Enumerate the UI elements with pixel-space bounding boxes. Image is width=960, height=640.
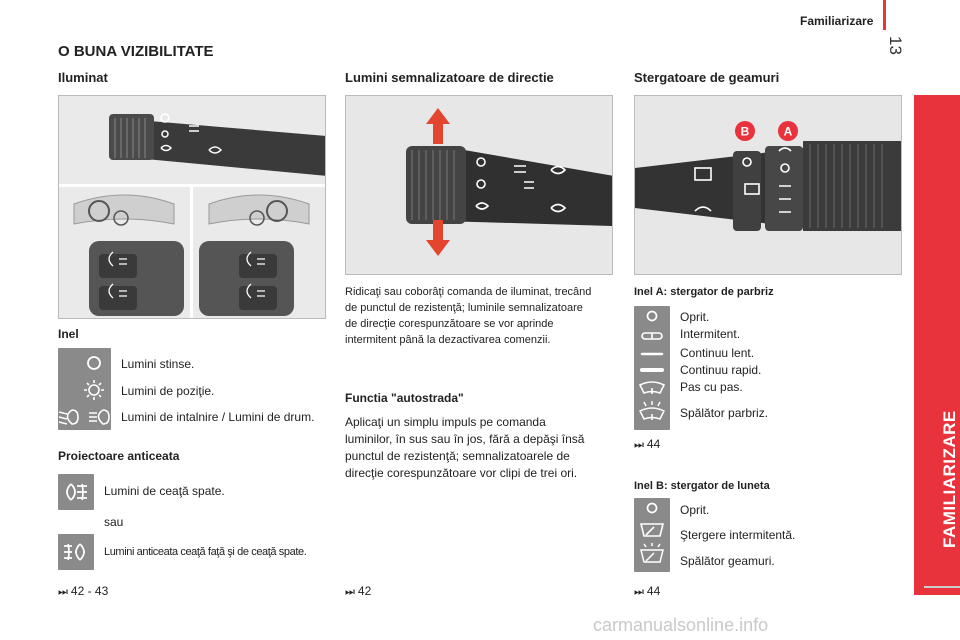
position-lights-icon [84, 380, 104, 400]
ring-b-item-1: Oprit. [680, 503, 710, 517]
ring-a-item-6: Spălător parbriz. [680, 406, 769, 420]
indicators-ref-pages: 42 [357, 584, 372, 598]
wiper-intermittent-icon [641, 332, 663, 340]
ring-a-item-5: Pas cu pas. [680, 380, 743, 394]
indicators-line-1: Ridicaţi sau coborâţi comanda de ilumina… [345, 286, 592, 298]
ring-b-ref-pages: 44 [646, 584, 661, 598]
chapter-tab-label: FAMILIARIZARE [940, 410, 959, 548]
ring-badge-a: A [778, 121, 798, 141]
svg-text:B: B [741, 125, 750, 139]
lighting-ring-label: Inel [58, 327, 79, 341]
wiper-off-icon [646, 310, 658, 322]
lighting-ring-icons [58, 348, 111, 430]
rear-wiper-off-icon [646, 502, 658, 514]
header-divider [883, 0, 886, 30]
ring-a-item-2: Intermitent. [680, 327, 741, 341]
ring-item-position: Lumini de poziţie. [121, 384, 215, 398]
washer-icon [638, 401, 666, 420]
wiper-single-icon [638, 381, 666, 395]
front-rear-fog-icon [58, 534, 94, 570]
ring-b-icons [634, 498, 670, 572]
highway-line-1: Aplicaţi un simplu impuls pe comanda [345, 415, 546, 429]
fog-or-label: sau [104, 515, 124, 529]
lighting-ref-pages: 42 - 43 [70, 584, 109, 598]
ref-arrow-icon: ⏭ [634, 439, 644, 451]
ring-badge-b: B [735, 121, 755, 141]
high-beam-icon [89, 409, 110, 425]
indicators-line-2: de punctul de rezistenţă; luminile semna… [345, 302, 583, 314]
ring-a-ref-pages: 44 [646, 437, 661, 451]
highway-line-3: punctul de rezistenţă; semnalizatoarele … [345, 449, 570, 463]
lighting-title: Iluminat [58, 70, 108, 85]
fog-title: Proiectoare anticeata [58, 449, 180, 463]
ring-a-item-3: Continuu lent. [680, 346, 755, 360]
rear-fog-icon [58, 474, 94, 510]
page-number: 13 [886, 36, 905, 55]
rear-washer-icon [640, 543, 664, 563]
wipers-title: Stergatoare de geamuri [634, 70, 780, 85]
rear-wiper-intermittent-icon [639, 523, 665, 537]
lighting-photo [58, 95, 326, 319]
chapter-tab [914, 95, 960, 595]
ref-arrow-icon: ⏭ [345, 586, 355, 598]
ring-b-item-2: Ştergere intermitentă. [680, 528, 796, 542]
highway-line-2: luminilor, în sus sau în jos, fără a dep… [345, 432, 585, 446]
ref-arrow-icon: ⏭ [634, 586, 644, 598]
indicators-description: Ridicaţi sau coborâţi comanda de ilumina… [345, 284, 610, 348]
low-beam-icon [58, 409, 79, 425]
ring-item-beams: Lumini de intalnire / Lumini de drum. [121, 410, 315, 424]
indicators-line-3: de direcţie corespunzătoare se vor aprin… [345, 318, 554, 330]
ring-item-off: Lumini stinse. [121, 357, 195, 371]
fog-both-label: Lumini anticeata ceaţă faţă şi de ceaţă … [104, 546, 307, 558]
ring-b-item-3: Spălător geamuri. [680, 554, 775, 568]
highway-line-4: direcţie corespunzătoare vor clipi de tr… [345, 466, 578, 480]
indicators-photo [345, 95, 613, 275]
wipers-photo: B A [634, 95, 902, 275]
ref-arrow-icon: ⏭ [58, 586, 68, 598]
ring-a-item-1: Oprit. [680, 310, 710, 324]
ring-a-ref[interactable]: ⏭44 [634, 436, 660, 454]
lighting-ref[interactable]: ⏭42 - 43 [58, 583, 108, 601]
watermark: carmanualsonline.info [593, 615, 769, 635]
lights-off-icon [87, 356, 101, 370]
ring-b-ref[interactable]: ⏭44 [634, 583, 660, 601]
highway-description: Aplicaţi un simplu impuls pe comanda lum… [345, 414, 610, 482]
ring-a-title: Inel A: stergator de parbriz [634, 286, 774, 298]
indicators-line-4: intermitent până la dezactivarea comenzi… [345, 334, 551, 346]
page-title: O BUNA VIZIBILITATE [58, 43, 214, 60]
highway-title: Functia "autostrada" [345, 391, 464, 405]
arrow-up-icon [426, 108, 450, 144]
arrow-down-icon [426, 220, 450, 256]
ring-a-icons [634, 306, 670, 430]
ring-b-title: Inel B: stergator de luneta [634, 480, 770, 492]
section-title: Familiarizare [800, 14, 874, 28]
indicators-ref[interactable]: ⏭42 [345, 583, 371, 601]
indicators-title: Lumini semnalizatoare de directie [345, 70, 554, 85]
svg-text:A: A [784, 125, 793, 139]
fog-rear-label: Lumini de ceaţă spate. [104, 484, 225, 498]
ring-a-item-4: Continuu rapid. [680, 363, 762, 377]
side-divider [924, 586, 960, 588]
